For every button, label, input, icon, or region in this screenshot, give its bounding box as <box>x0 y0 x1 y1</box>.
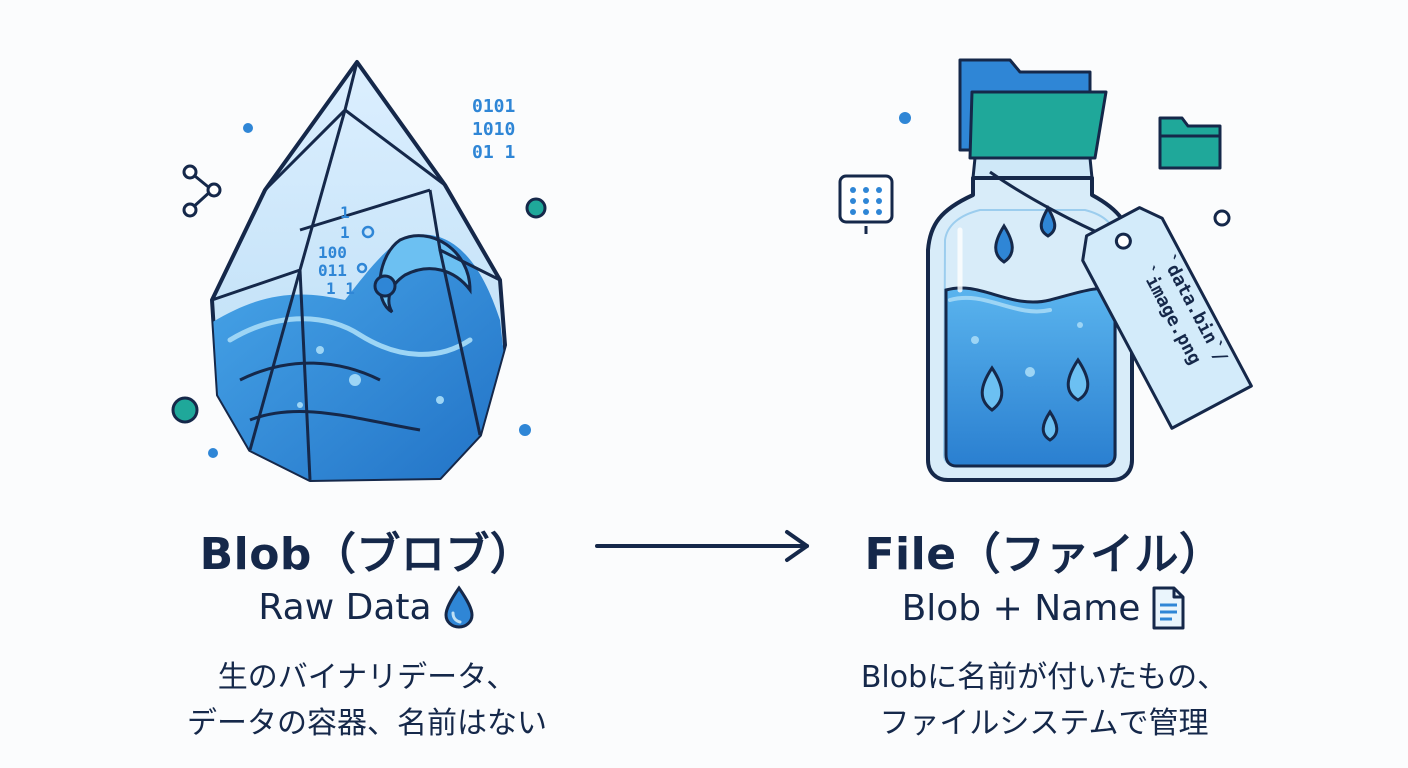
inner-binary-digits: 1 1 100 011 1 1 <box>318 203 355 298</box>
document-icon <box>1152 586 1185 630</box>
inner-binary-line: 1 <box>340 203 350 222</box>
blob-decorations: 0101 1010 01 1 <box>171 96 547 458</box>
file-desc-line: Blobに名前が付いたもの、 <box>860 660 1228 695</box>
file-description: Blobに名前が付いたもの、 ファイルシステムで管理 <box>744 655 1344 747</box>
water-drop-icon <box>444 585 474 629</box>
dot-decoration <box>899 112 911 124</box>
inner-binary-line: 1 1 <box>326 279 355 298</box>
svg-text:0101: 0101 <box>472 96 515 117</box>
blob-subtitle: Raw Data <box>258 586 432 628</box>
svg-text:1010: 1010 <box>472 119 515 140</box>
dot-decoration <box>519 424 531 436</box>
blob-desc-line: データの容器、名前はない <box>187 706 547 741</box>
blob-desc-line: 生のバイナリデータ、 <box>217 660 517 695</box>
blob-illustration: 1 1 100 011 1 1 <box>210 60 507 482</box>
folder-icon <box>1158 116 1222 170</box>
file-subtitle: Blob + Name <box>901 587 1141 629</box>
right-arrow-icon <box>595 530 809 562</box>
file-title: File（ファイル） <box>864 529 1224 580</box>
svg-text:01 1: 01 1 <box>472 142 515 163</box>
inner-binary-line: 011 <box>318 261 347 280</box>
blob-title: Blob（ブロブ） <box>199 529 535 580</box>
ring-decoration <box>171 396 199 424</box>
inner-binary-line: 1 <box>340 223 350 242</box>
dot-decoration <box>208 448 218 458</box>
network-icon <box>182 164 222 218</box>
file-illustration: `data.bin`/ `image.png <box>838 58 1253 482</box>
inner-binary-line: 100 <box>318 243 347 262</box>
file-name-tag <box>1081 206 1253 430</box>
blob-subtitle-row: Raw Data <box>67 585 667 629</box>
folder-lid-icon <box>958 58 1108 160</box>
file-desc-line: ファイルシステムで管理 <box>879 706 1209 741</box>
water-drop-decorations <box>980 204 1090 442</box>
dot-decoration <box>243 123 253 133</box>
file-subtitle-row: Blob + Name <box>744 585 1344 631</box>
app-grid-icon <box>838 174 894 234</box>
ring-decoration <box>525 197 547 219</box>
binary-code-icon: 0101 1010 01 1 <box>472 96 515 163</box>
blob-description: 生のバイナリデータ、 データの容器、名前はない <box>67 655 667 747</box>
ring-decoration <box>1213 209 1231 227</box>
water-wave <box>212 234 505 480</box>
